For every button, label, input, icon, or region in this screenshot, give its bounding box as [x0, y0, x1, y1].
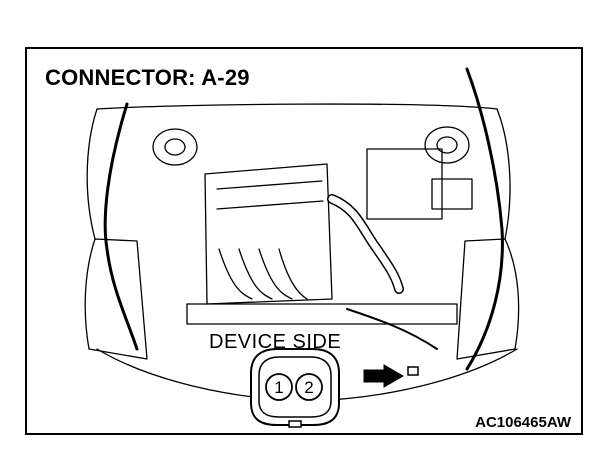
engine-bay-drawing: 1 2 — [84, 67, 520, 428]
pin-2-cavity — [295, 373, 323, 401]
left-harness — [103, 102, 139, 351]
diagram-frame: 1 2 CONNECTOR: A-29 DEVICE SIDE AC106465… — [25, 47, 583, 435]
air-box — [366, 148, 443, 220]
hood-outline — [96, 103, 498, 110]
pin-1-cavity — [265, 373, 293, 401]
radiator-support — [186, 303, 458, 325]
battery — [431, 178, 473, 210]
engine-block — [204, 163, 333, 305]
left-strut-tower — [152, 128, 198, 166]
connector-a29-location — [407, 366, 419, 376]
pin-2-label: 2 — [304, 378, 313, 397]
diagram-title: CONNECTOR: A-29 — [45, 65, 250, 90]
figure-code: AC106465AW — [475, 414, 571, 431]
right-harness — [465, 67, 504, 371]
right-fender — [456, 238, 520, 360]
pin-1-label: 1 — [274, 378, 283, 397]
connector-harness — [346, 308, 438, 350]
right-strut-tower — [424, 126, 470, 164]
view-label: DEVICE SIDE — [209, 331, 342, 353]
arrow-right-icon — [363, 364, 404, 388]
left-fender — [84, 238, 148, 360]
connector-icon: 1 2 — [250, 348, 340, 428]
